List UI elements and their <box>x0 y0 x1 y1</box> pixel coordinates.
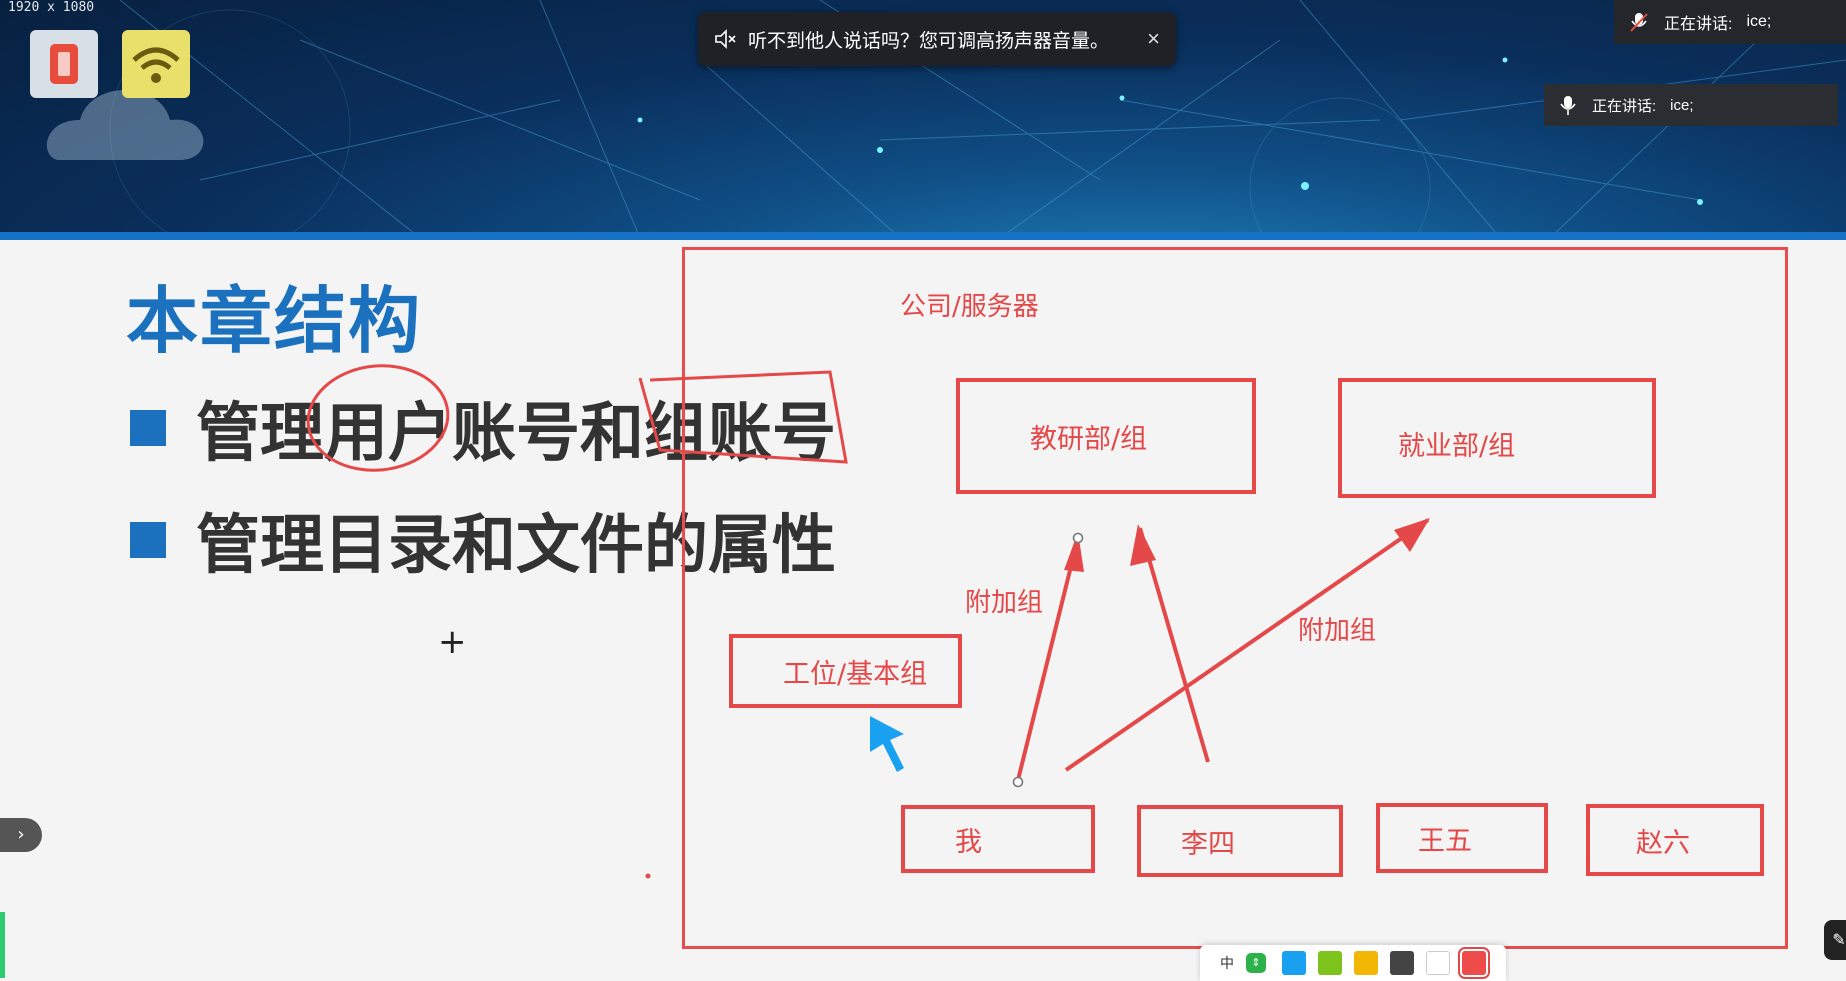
color-swatch-blue[interactable] <box>1282 951 1306 975</box>
basic-group-box: 工位/基本组 <box>729 634 962 708</box>
wifi-icon <box>132 47 180 83</box>
banner-divider <box>0 232 1846 240</box>
annotation-dot <box>645 873 651 879</box>
toggle-icon[interactable]: ⇕ <box>1246 953 1266 973</box>
bullet-text: 管理目录和文件的属性 <box>196 509 836 583</box>
user-label: 李四 <box>1181 828 1235 860</box>
speaker-name: ice; <box>1670 96 1694 114</box>
group-box: 就业部/组 <box>1338 378 1656 498</box>
user-box: 王五 <box>1376 803 1548 873</box>
mic-icon <box>1560 96 1576 115</box>
highlight-bracket <box>638 370 848 464</box>
arrow-endpoint <box>1072 532 1084 544</box>
ime-indicator[interactable]: 中 <box>1220 956 1234 972</box>
group-label: 就业部/组 <box>1398 430 1516 462</box>
wifi-shortcut-icon[interactable] <box>122 30 190 98</box>
basic-group-label: 工位/基本组 <box>783 658 928 690</box>
bullet-item: 管理用户账号和组账号 <box>130 382 836 474</box>
arrow-endpoint <box>1012 776 1024 788</box>
color-swatch-red[interactable] <box>1458 947 1490 979</box>
speaking-label: 正在讲话: <box>1592 97 1657 115</box>
slide-title: 本章结构 <box>126 279 423 363</box>
volume-notification: 听不到他人说话吗？您可调高扬声器音量。 × <box>698 12 1176 66</box>
arrow-line <box>1016 537 1080 781</box>
arrow-head <box>1130 524 1156 566</box>
bullet-text: 管理用户账号和组账号 <box>196 397 836 471</box>
bullet-item: 管理目录和文件的属性 <box>130 494 836 586</box>
color-swatch-black[interactable] <box>1390 951 1414 975</box>
pen-icon[interactable]: ✎ <box>1824 920 1846 960</box>
user-box: 李四 <box>1137 805 1343 877</box>
app-shortcut-icon[interactable] <box>30 30 98 98</box>
user-box: 我 <box>901 805 1095 873</box>
group-label: 教研部/组 <box>1030 423 1148 455</box>
color-swatch-yellow[interactable] <box>1354 951 1378 975</box>
app-logo-icon <box>50 44 78 84</box>
group-box: 教研部/组 <box>956 378 1256 494</box>
user-label: 王五 <box>1418 825 1472 857</box>
highlight-circle <box>306 364 450 472</box>
pointer-arrow <box>870 716 904 772</box>
edge-indicator <box>0 912 5 978</box>
speaker-name: ice; <box>1746 13 1772 30</box>
bullet-square <box>130 410 166 446</box>
bullet-square <box>130 522 166 558</box>
notification-text: 听不到他人说话吗？您可调高扬声器音量。 <box>748 30 1110 52</box>
network-graphic <box>46 0 1846 238</box>
arrow-head <box>1394 518 1430 552</box>
muted-mic-icon <box>1630 13 1648 32</box>
close-icon[interactable]: × <box>1147 26 1160 51</box>
expand-chevron-icon[interactable]: › <box>0 818 42 852</box>
user-box: 赵六 <box>1586 804 1764 876</box>
user-label: 我 <box>955 826 982 858</box>
annotation-toolbar: 中 ⇕ <box>1200 945 1506 981</box>
user-label: 赵六 <box>1636 827 1690 859</box>
extra-group-label: 附加组 <box>1298 616 1377 646</box>
speaking-label: 正在讲话: <box>1664 16 1733 33</box>
color-swatch-white[interactable] <box>1426 951 1450 975</box>
extra-group-label: 附加组 <box>965 588 1044 618</box>
speaking-indicator: 正在讲话: ice; <box>1614 0 1846 44</box>
arrow-line <box>1064 518 1430 772</box>
color-swatch-green[interactable] <box>1318 951 1342 975</box>
crosshair-cursor-icon: + <box>438 622 467 662</box>
container-label: 公司/服务器 <box>900 292 1039 322</box>
arrow-line <box>1138 527 1210 763</box>
muted-speaker-icon <box>715 29 736 49</box>
resolution-label: 1920 x 1080 <box>8 0 95 15</box>
speaking-indicator-secondary: 正在讲话: ice; <box>1544 84 1838 126</box>
